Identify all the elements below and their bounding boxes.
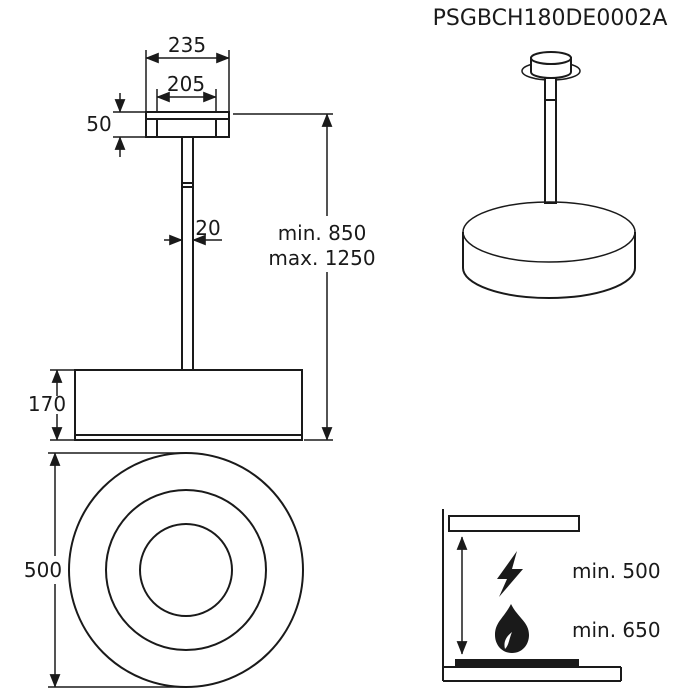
inner-circle (139, 523, 233, 617)
dim-label-gas-clearance: min. 650 (572, 618, 661, 642)
canopy-3d (521, 51, 581, 81)
lightning-bolt-icon (497, 551, 523, 597)
dim-label-500: 500 (24, 558, 62, 582)
dim-hanging-height: min. 850 max. 1250 (233, 113, 376, 441)
dim-label-50: 50 (86, 112, 111, 136)
hood-lamp-bar (448, 515, 580, 532)
dim-label-electric-clearance: min. 500 (572, 559, 661, 583)
suspension-rod (181, 137, 194, 370)
ceiling-canopy (145, 111, 230, 138)
cooktop-surface (455, 659, 579, 666)
dim-label-205: 205 (167, 72, 205, 96)
front-view: 235 205 50 20 (28, 33, 376, 441)
model-number: PSGBCH180DE0002A (433, 6, 668, 31)
dim-label-max-height: max. 1250 (268, 246, 375, 270)
dim-canopy-inner-width: 205 (156, 72, 217, 112)
dim-label-235: 235 (168, 33, 206, 57)
perspective-view (462, 51, 636, 299)
lamp-body-3d (462, 201, 636, 299)
middle-circle (105, 489, 267, 651)
outer-circle (68, 452, 304, 688)
dim-label-170: 170 (28, 392, 66, 416)
dim-diameter: 500 (24, 452, 186, 688)
dim-body-height: 170 (28, 369, 75, 441)
top-view: 500 (24, 452, 304, 688)
dim-label-min-height: min. 850 (278, 221, 367, 245)
dim-label-20: 20 (195, 216, 220, 240)
rod-3d (544, 77, 557, 204)
dim-canopy-outer-width: 235 (145, 33, 230, 112)
dim-rod-width: 20 (164, 216, 222, 246)
flame-icon (495, 604, 529, 653)
dim-canopy-height: 50 (86, 93, 146, 157)
clearance-view: min. 500 min. 650 (442, 509, 661, 682)
lamp-body-front (74, 369, 303, 441)
